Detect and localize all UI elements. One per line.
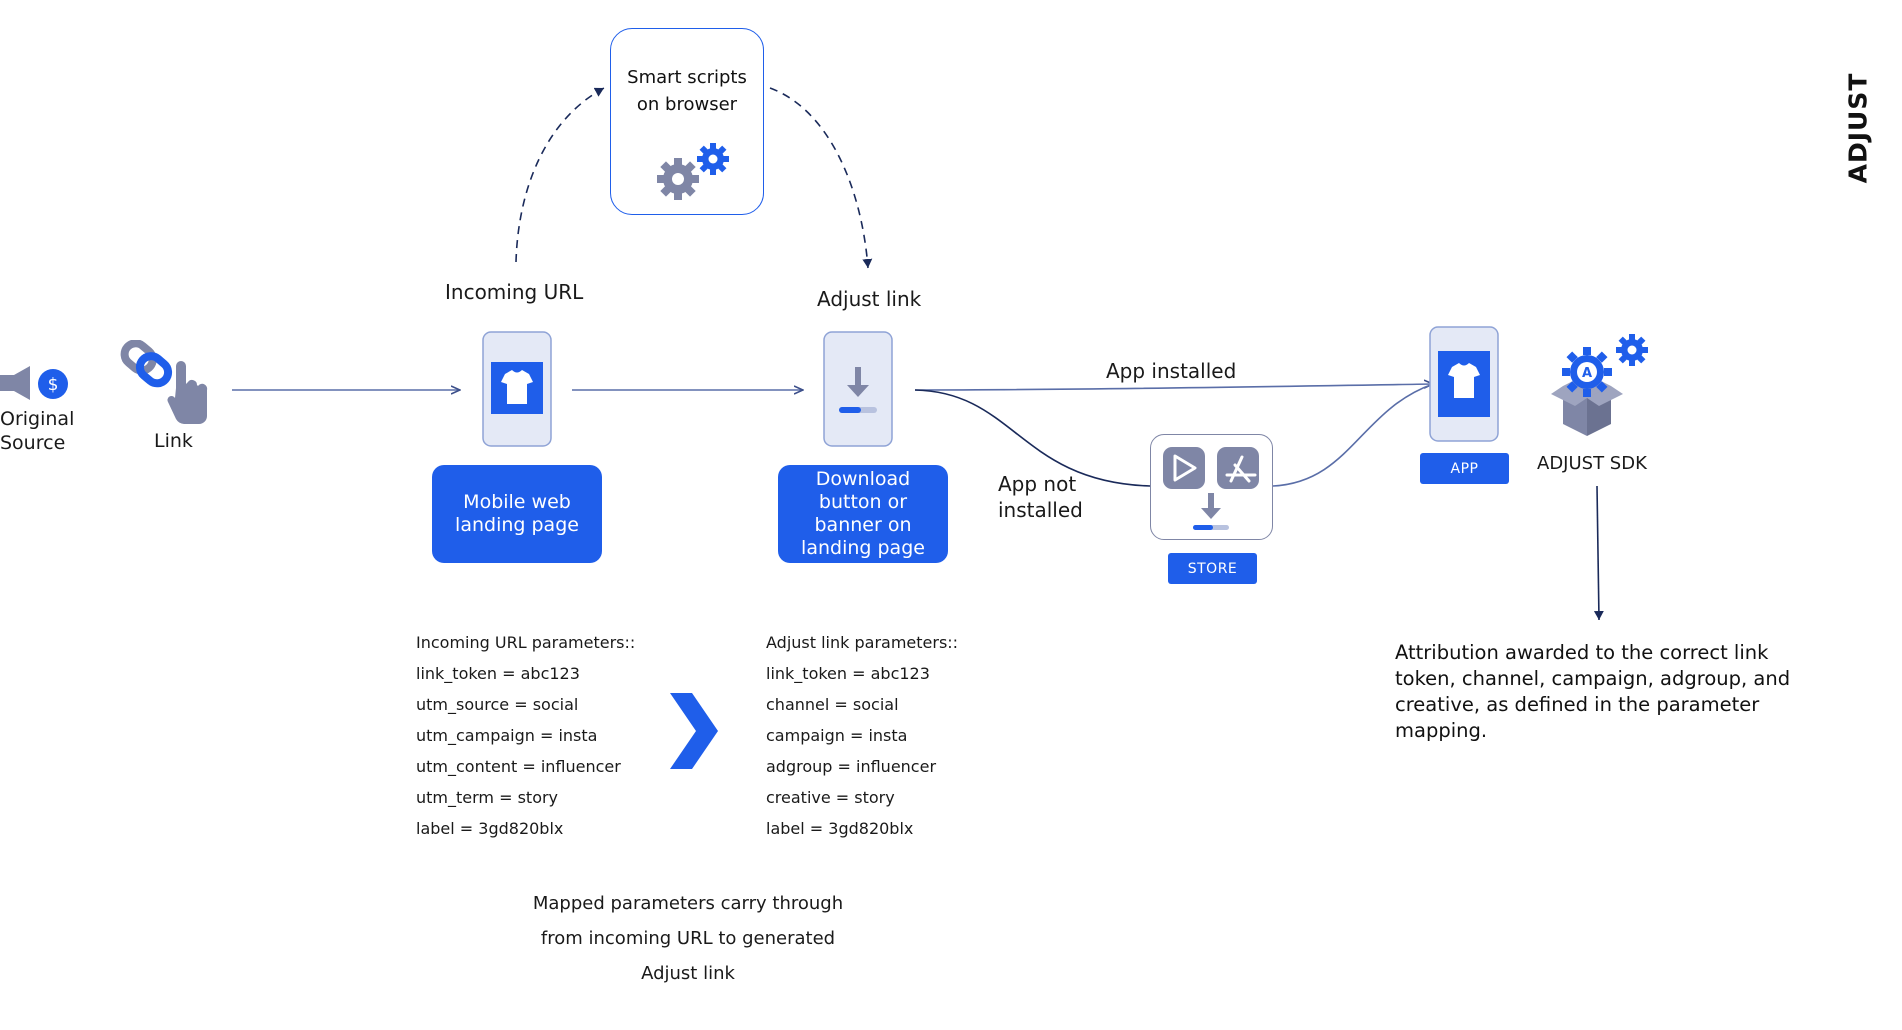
app-label: APP xyxy=(1420,453,1509,484)
adjust-params-list: Adjust link parameters:: link_token = ab… xyxy=(766,627,958,844)
original-source-label: Original Source xyxy=(0,408,75,454)
incoming-param: utm_source = social xyxy=(416,695,579,714)
original-source-icon: $ xyxy=(0,363,70,403)
incoming-param: utm_content = influencer xyxy=(416,757,621,776)
mobile-web-landing-page-box: Mobile web landing page xyxy=(432,465,602,563)
arrow-app-installed xyxy=(914,384,1433,391)
smart-scripts-box: Smart scripts on browser xyxy=(610,28,764,215)
play-store-icon xyxy=(1163,447,1205,489)
arrow-sdk-to-attribution xyxy=(1593,485,1604,621)
app-phone-icon xyxy=(1429,326,1499,442)
attribution-text: Attribution awarded to the correct link … xyxy=(1395,641,1791,742)
dashed-arrow-to-scripts xyxy=(515,87,605,263)
adjust-logo: ADJUST xyxy=(1843,72,1873,184)
adjust-param: channel = social xyxy=(766,695,899,714)
gears-icon xyxy=(653,141,733,201)
smart-scripts-line2: on browser xyxy=(636,94,738,115)
adjust-param: adgroup = influencer xyxy=(766,757,937,776)
incoming-param: link_token = abc123 xyxy=(416,664,580,683)
adjust-param: link_token = abc123 xyxy=(766,664,930,683)
incoming-url-title: Incoming URL xyxy=(445,280,584,304)
adjust-link-title: Adjust link xyxy=(817,287,922,311)
app-not-installed-label: App not installed xyxy=(998,472,1083,522)
incoming-params-title: Incoming URL parameters:: xyxy=(416,633,636,652)
svg-text:A: A xyxy=(1582,366,1592,381)
mapping-caption: Mapped parameters carry through from inc… xyxy=(532,893,844,984)
curve-app-not-installed xyxy=(914,389,1151,487)
download-button-box: Download button or banner on landing pag… xyxy=(778,465,948,563)
adjust-param: campaign = insta xyxy=(766,726,908,745)
adjust-param: creative = story xyxy=(766,788,895,807)
store-box xyxy=(1150,434,1273,540)
incoming-params-list: Incoming URL parameters:: link_token = a… xyxy=(416,627,635,844)
chevron-right-icon xyxy=(670,693,718,769)
adjust-params-title: Adjust link parameters:: xyxy=(766,633,959,652)
link-label: Link xyxy=(154,430,193,452)
adjust-param: label = 3gd820blx xyxy=(766,819,914,838)
dashed-arrow-from-scripts xyxy=(769,87,873,269)
store-label: STORE xyxy=(1168,553,1257,584)
app-installed-label: App installed xyxy=(1106,359,1237,383)
smart-scripts-line1: Smart scripts xyxy=(627,67,747,88)
download-phone-icon xyxy=(823,331,893,447)
incoming-param: label = 3gd820blx xyxy=(416,819,564,838)
incoming-param: utm_campaign = insta xyxy=(416,726,598,745)
curve-store-to-app xyxy=(1272,383,1434,487)
link-hand-icon xyxy=(118,339,214,426)
incoming-param: utm_term = story xyxy=(416,788,559,807)
svg-text:$: $ xyxy=(48,375,59,395)
tshirt-phone-icon xyxy=(482,331,552,447)
sdk-box-gears-icon: A xyxy=(1545,330,1657,440)
adjust-sdk-label: ADJUST SDK xyxy=(1537,453,1647,474)
